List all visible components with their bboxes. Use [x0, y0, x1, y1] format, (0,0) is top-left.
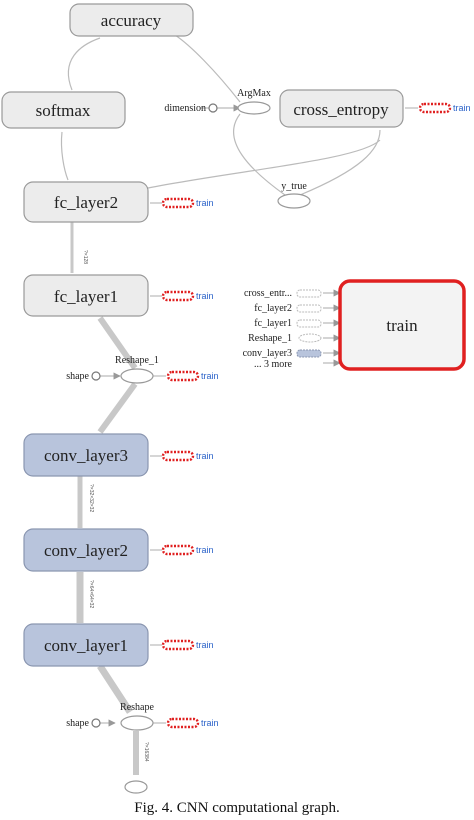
train-tag-label: train: [196, 451, 214, 461]
train-input-port: [296, 349, 322, 358]
node-accuracy[interactable]: accuracy: [69, 3, 194, 37]
op-reshape-1[interactable]: Reshape_1: [115, 355, 159, 384]
op-shape-2-label: shape: [66, 718, 89, 729]
train-input-label: Reshape_1: [248, 333, 292, 344]
node-conv-layer3-label: conv_layer3: [44, 446, 128, 465]
op-shape-1-label: shape: [66, 371, 89, 382]
train-tag-crossentropy[interactable]: train: [418, 102, 471, 114]
train-input-label: fc_layer2: [254, 303, 292, 314]
edge-ytrue-argmax: [233, 113, 286, 196]
edge-label-conv3-conv2: ?×32×32×32: [88, 484, 94, 512]
train-tag-label: train: [196, 198, 214, 208]
node-softmax-label: softmax: [36, 101, 91, 120]
op-reshape[interactable]: Reshape: [120, 702, 154, 731]
op-argmax[interactable]: ArgMax: [237, 88, 271, 115]
figure-caption: Fig. 4. CNN computational graph.: [134, 800, 340, 816]
op-y-true-label: y_true: [281, 181, 307, 192]
edge-reshape-conv1: [97, 664, 133, 714]
node-fc-layer1-label: fc_layer1: [54, 287, 118, 306]
train-tag-fc1[interactable]: train: [161, 290, 214, 302]
edge-reshape1-fc1: [97, 316, 138, 370]
edge-label-fc2-fc1: ?×128: [82, 250, 88, 264]
thick-edges: [70, 222, 139, 775]
computational-graph: ?×128 ?×32×32×32 ?×64×64×32 ?×16384 accu…: [1, 3, 471, 794]
node-conv-layer1[interactable]: conv_layer1: [23, 623, 149, 667]
op-dimension-label: dimension: [164, 103, 206, 114]
edge-fc2-crossentropy: [147, 139, 381, 189]
op-dimension[interactable]: dimension: [164, 103, 218, 114]
edge-softmax-accuracy: [67, 37, 101, 91]
train-inputs: cross_entr... fc_layer2 fc_layer1 Reshap…: [243, 288, 322, 370]
train-tag-label: train: [453, 103, 471, 113]
node-conv-layer2[interactable]: conv_layer2: [23, 528, 149, 572]
edge-argmax-accuracy: [174, 34, 241, 103]
train-input-port: [296, 319, 322, 328]
train-input-port: [296, 304, 322, 313]
train-input-label: fc_layer1: [254, 318, 292, 329]
node-fc-layer2[interactable]: fc_layer2: [23, 181, 149, 223]
node-softmax[interactable]: softmax: [1, 91, 126, 129]
edge-ytrue-crossentropy: [299, 129, 381, 196]
train-tag-label: train: [196, 291, 214, 301]
node-conv-layer1-label: conv_layer1: [44, 636, 128, 655]
node-accuracy-label: accuracy: [101, 11, 162, 30]
edge-label-reshape-out: ?×16384: [143, 742, 149, 762]
op-input-placeholder[interactable]: [124, 780, 148, 794]
op-argmax-label: ArgMax: [237, 88, 271, 99]
train-tag-label: train: [196, 640, 214, 650]
edge-conv3-reshape1: [97, 382, 138, 434]
thin-edges: [60, 34, 418, 727]
node-fc-layer2-label: fc_layer2: [54, 193, 118, 212]
train-input-label: cross_entr...: [244, 288, 292, 299]
train-tag-reshape[interactable]: train: [166, 717, 219, 729]
node-train[interactable]: train: [338, 279, 466, 371]
op-reshape-label: Reshape: [120, 702, 154, 713]
train-tag-conv1[interactable]: train: [161, 639, 214, 651]
node-cross-entropy[interactable]: cross_entropy: [279, 89, 404, 128]
edge-label-conv2-conv1: ?×64×64×32: [88, 580, 94, 608]
train-input-label: ... 3 more: [254, 359, 293, 370]
op-y-true[interactable]: y_true: [277, 181, 311, 209]
train-input-port: [298, 333, 322, 343]
train-input-port: [296, 289, 322, 298]
train-tag-conv3[interactable]: train: [161, 450, 214, 462]
node-train-label: train: [386, 316, 418, 335]
train-tag-label: train: [201, 718, 219, 728]
train-tag-fc2[interactable]: train: [161, 197, 214, 209]
node-cross-entropy-label: cross_entropy: [293, 100, 389, 119]
node-conv-layer2-label: conv_layer2: [44, 541, 128, 560]
train-input-label: conv_layer3: [243, 348, 292, 359]
op-shape-2[interactable]: shape: [66, 718, 101, 729]
op-shape-1[interactable]: shape: [66, 371, 101, 382]
train-tag-conv2[interactable]: train: [161, 544, 214, 556]
node-conv-layer3[interactable]: conv_layer3: [23, 433, 149, 477]
op-reshape-1-label: Reshape_1: [115, 355, 159, 366]
train-tag-reshape1[interactable]: train: [166, 370, 219, 382]
node-fc-layer1[interactable]: fc_layer1: [23, 274, 149, 317]
edge-fc2-softmax: [60, 131, 69, 181]
train-tag-label: train: [196, 545, 214, 555]
train-tag-label: train: [201, 371, 219, 381]
